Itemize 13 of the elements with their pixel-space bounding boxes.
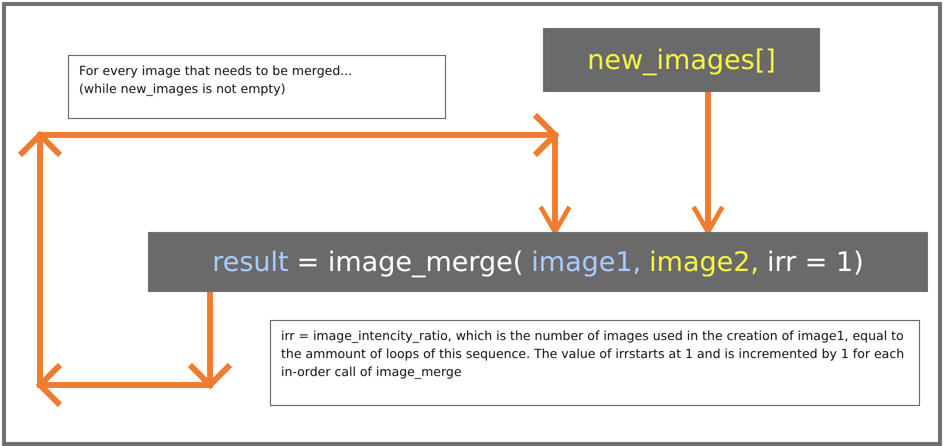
note-box (68, 55, 446, 119)
note-text: (while new_images is not empty) (79, 80, 287, 98)
code-text: result (212, 246, 289, 278)
code-text: = image_merge( (296, 246, 524, 278)
note-text: For every image that needs to be merged... (79, 62, 354, 80)
code-text: image2, (649, 246, 759, 278)
array-box (543, 28, 820, 92)
note-text: irr = image_intencity_ratio, which is the number of images used in the creation of image1, equal to the ammount of loops of this sequence. The value of irrstarts at 1 and is incremented by 1 for each in-order call of image_merge (281, 327, 906, 382)
code-text: irr = 1) (767, 246, 864, 278)
array-name: new_images[] (587, 44, 776, 76)
note-box (270, 320, 920, 406)
code-text: image1, (531, 246, 642, 278)
function-call-box (148, 232, 928, 292)
